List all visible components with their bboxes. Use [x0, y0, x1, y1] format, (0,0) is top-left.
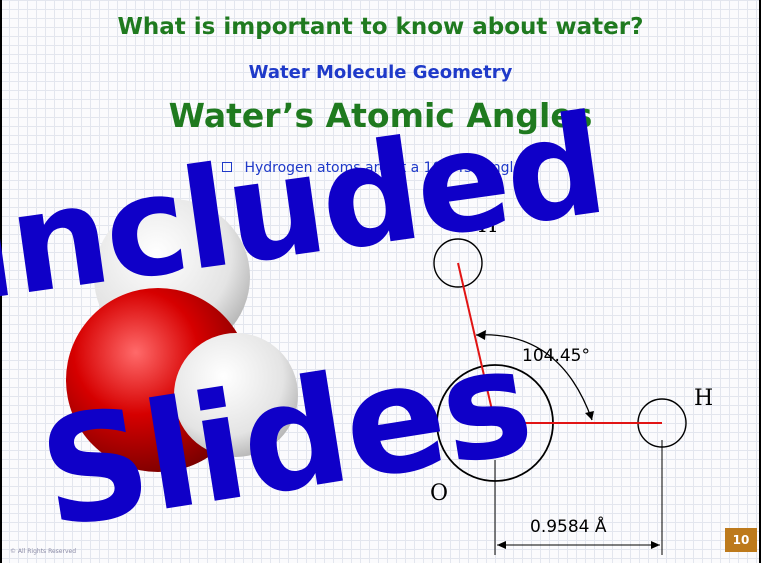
angle-arrow-left: [476, 330, 486, 340]
bullet-square-icon: [222, 161, 232, 172]
hydrogen-top-circle: [433, 238, 483, 288]
bond-angle-label: 104.45°: [522, 346, 590, 366]
slide-title: What is important to know about water?: [117, 14, 644, 40]
space-filling-model: [66, 199, 298, 472]
bullet-text-after: angle: [478, 159, 523, 176]
slide-heading: Water’s Atomic Angles: [168, 96, 593, 135]
angle-arrow-right: [585, 411, 594, 420]
bond-angle-diagram: H H O 104.45° 0.9584 Å: [430, 213, 713, 555]
atom-label-o: O: [430, 481, 448, 506]
slide-border-right: [759, 0, 761, 563]
bullet-text-before: Hydrogen atoms are at a 104.45: [244, 159, 473, 176]
atom-label-h-right: H: [694, 386, 713, 411]
slide-border-left: [0, 0, 2, 563]
dimension-arrowhead-right: [651, 541, 660, 549]
hydrogen-sphere-right: [174, 333, 298, 457]
angle-arc: [475, 334, 593, 421]
bond-length-label: 0.9584 Å: [530, 515, 607, 537]
bond-top: [457, 262, 496, 424]
page-number-badge: 10: [725, 528, 757, 552]
bullet-item: Hydrogen atoms are at a 104.45o angle: [222, 158, 522, 176]
bullet-text: Hydrogen atoms are at a 104.45o angle: [244, 158, 523, 176]
atom-label-h-top: H: [478, 213, 497, 238]
copyright-text: © All Rights Reserved: [10, 548, 77, 555]
dimension-arrowhead-left: [497, 541, 506, 549]
slide-subtitle: Water Molecule Geometry: [248, 62, 513, 83]
bullet-degree-superscript: o: [472, 158, 479, 169]
